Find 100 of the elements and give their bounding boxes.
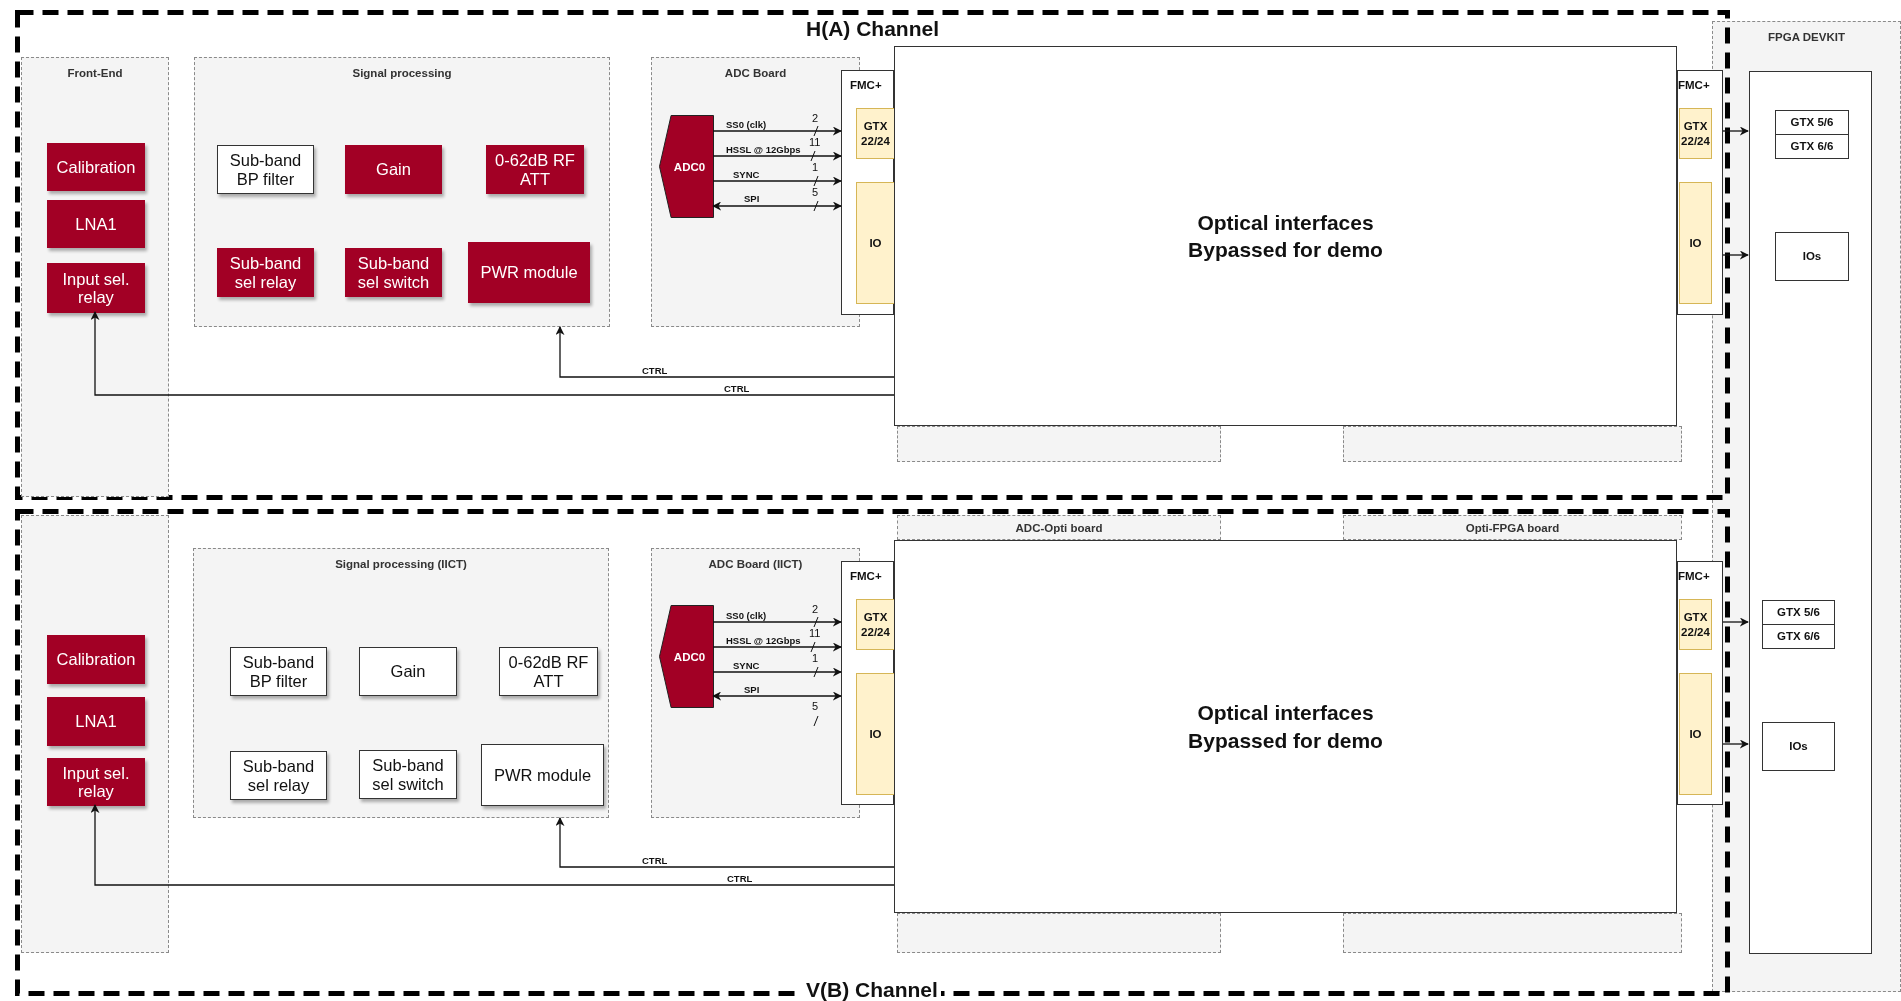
bus-width-number: 2	[812, 604, 819, 615]
board-title: ADC-Opti board	[1014, 522, 1104, 534]
module-label: Sub-band sel switch	[371, 756, 445, 793]
module-label: LNA1	[74, 712, 118, 731]
port-box	[856, 182, 895, 304]
edge-label: CTRL	[642, 856, 668, 866]
transceiver-box	[1762, 600, 1835, 625]
adc-chip	[659, 115, 714, 218]
board-panel	[1343, 515, 1682, 540]
arrow	[1722, 126, 1749, 136]
module-box	[217, 145, 314, 194]
module-label: PWR module	[492, 765, 593, 785]
module-box	[47, 635, 145, 684]
optical-title: Bypassed for demo	[1188, 237, 1383, 263]
board-panel	[897, 426, 1221, 462]
channel-frame	[15, 10, 1730, 500]
transceiver-box	[1762, 722, 1835, 771]
module-box	[47, 697, 145, 746]
module-box	[345, 145, 442, 194]
bus-width-number: 1	[812, 162, 819, 173]
module-box	[486, 145, 584, 194]
module-label: 0-62dB RF ATT	[494, 151, 576, 188]
port-box	[1679, 673, 1712, 795]
module-box	[359, 647, 457, 696]
devkit-title: FPGA DEVKIT	[1767, 31, 1846, 43]
connector-title: FMC+	[1678, 570, 1710, 582]
board-panel	[897, 913, 1221, 953]
module-box	[230, 751, 327, 800]
bus-width-number: 11	[809, 628, 821, 639]
module-label: Gain	[375, 160, 412, 179]
optical-title: Bypassed for demo	[1188, 727, 1383, 754]
port-label: GTX 5/6	[1790, 115, 1834, 130]
module-label: Gain	[389, 662, 427, 681]
port-label: GTX 6/6	[1790, 139, 1834, 154]
optical-interface-box	[894, 540, 1677, 913]
module-label: 0-62dB RF ATT	[507, 653, 590, 690]
connector-board	[1677, 70, 1723, 315]
section-title: Signal processing	[351, 67, 453, 79]
edge-label: SYNC	[733, 170, 760, 180]
port-label: GTX 6/6	[1777, 629, 1820, 644]
edge-label: HSSL @ 12Gbps	[726, 636, 801, 646]
bus-width-number: 5	[812, 187, 819, 198]
optical-title: Optical interfaces	[1197, 209, 1374, 236]
arrow	[712, 201, 842, 211]
port-label: GTX 5/6	[1777, 605, 1820, 620]
devkit-panel	[1712, 21, 1901, 992]
arrow	[1722, 250, 1749, 260]
module-box	[47, 143, 145, 191]
port-box	[856, 108, 895, 159]
section-title: Signal processing (IICT)	[334, 558, 468, 570]
module-box	[47, 263, 145, 313]
arrow	[712, 642, 842, 652]
port-label: IOs	[1789, 739, 1808, 754]
bus-width-number: 1	[812, 653, 819, 664]
module-label: Sub-band sel relay	[241, 757, 316, 794]
module-label: PWR module	[479, 263, 579, 282]
module-box	[230, 647, 327, 696]
connector-title: FMC+	[850, 570, 882, 582]
port-label: GTX 22/24	[860, 118, 891, 149]
module-label: Sub-band sel switch	[356, 254, 431, 291]
section-title: ADC Board (IICT)	[707, 558, 804, 570]
board-panel	[897, 515, 1221, 540]
module-label: Input sel. relay	[61, 269, 131, 307]
module-label: Calibration	[55, 157, 137, 177]
port-box	[1679, 108, 1712, 159]
section-title: ADC Board	[723, 67, 788, 79]
section-panel	[193, 548, 609, 818]
module-box	[468, 242, 590, 303]
board-panel	[1343, 426, 1682, 462]
port-label: IO	[1689, 726, 1702, 742]
board-title: Opti-FPGA board	[1464, 522, 1561, 534]
transceiver-box	[1775, 134, 1849, 159]
edge-label: SS0 (clk)	[726, 611, 767, 621]
section-panel	[21, 515, 169, 953]
port-box	[856, 673, 895, 795]
section-panel	[194, 57, 610, 327]
module-label: Calibration	[55, 650, 137, 669]
section-panel	[21, 57, 169, 497]
arrow	[1722, 617, 1749, 627]
chip-label: ADC0	[672, 650, 706, 663]
module-box	[345, 248, 442, 297]
module-box	[359, 750, 457, 799]
fpga-chip-box	[1749, 71, 1872, 954]
adc-chip	[659, 605, 714, 708]
bus-width-number: 5	[812, 701, 819, 712]
bus-width-number: 11	[809, 137, 821, 148]
edge-label: SPI	[744, 685, 760, 695]
edge-label: HSSL @ 12Gbps	[726, 145, 801, 155]
port-box	[1679, 182, 1712, 304]
connector-title: FMC+	[1678, 79, 1710, 91]
module-label: Input sel. relay	[61, 763, 131, 801]
arrow	[712, 126, 842, 136]
arrow	[712, 617, 842, 627]
arrow	[712, 691, 842, 701]
arrow	[555, 326, 895, 378]
edge-label: CTRL	[642, 366, 668, 376]
connector-board	[1677, 561, 1723, 805]
port-label: GTX 22/24	[1680, 118, 1711, 149]
module-box	[481, 744, 604, 806]
arrow	[712, 176, 842, 186]
